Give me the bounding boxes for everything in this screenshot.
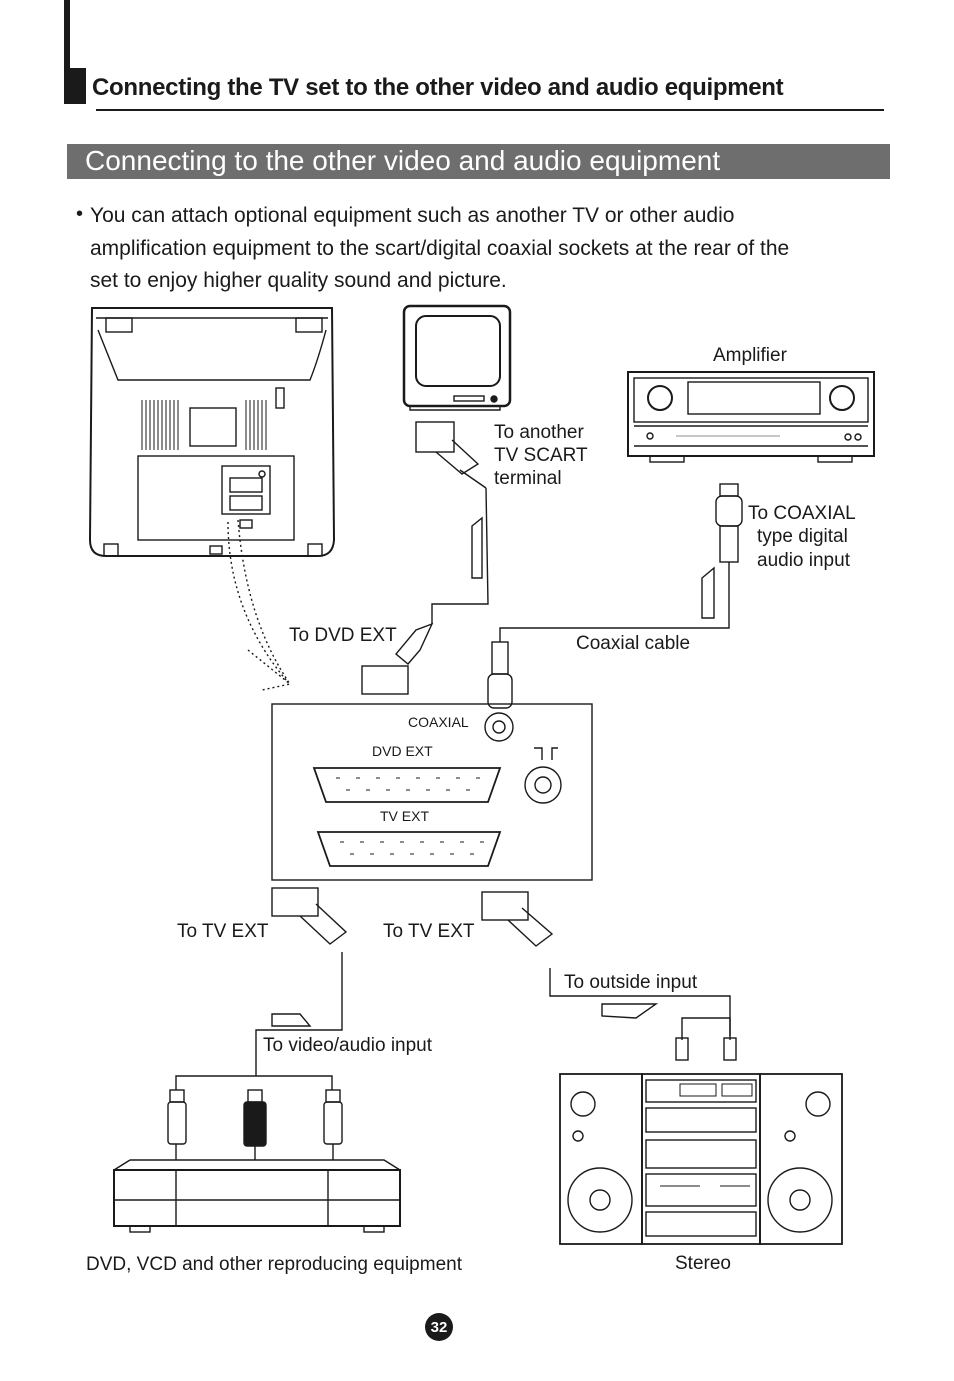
stereo-caption: Stereo xyxy=(675,1253,731,1274)
heading-underline xyxy=(96,109,884,111)
amplifier-illustration xyxy=(627,371,875,463)
intro-paragraph: You can attach optional equipment such a… xyxy=(90,204,790,292)
page-number: 32 xyxy=(425,1313,453,1341)
rca-plugs-dvd xyxy=(167,1060,343,1160)
dvd-caption: DVD, VCD and other reproducing equipment xyxy=(86,1254,462,1275)
to-tv-ext-left-label: To TV EXT xyxy=(177,921,269,942)
coaxial-plug-top xyxy=(499,483,743,642)
scart-plug-tv-ext-right xyxy=(481,891,731,1036)
to-another-tv-label-2: TV SCART xyxy=(494,445,588,466)
panel-tv-ext-label: TV EXT xyxy=(380,808,430,824)
to-coaxial-label-3: audio input xyxy=(757,550,850,571)
bullet: • xyxy=(76,203,84,225)
to-outside-input-label: To outside input xyxy=(564,972,698,993)
second-tv-illustration xyxy=(402,304,512,411)
section-title: Connecting to the other video and audio … xyxy=(85,145,721,176)
scart-plug-dvd-ext xyxy=(361,622,434,695)
panel-dvd-ext-label: DVD EXT xyxy=(372,743,433,759)
coaxial-cable-label: Coaxial cable xyxy=(576,633,691,654)
rca-plugs-stereo xyxy=(675,1017,737,1061)
section-banner: Connecting to the other video and audio … xyxy=(67,144,890,179)
page-title: Connecting the TV set to the other video… xyxy=(92,74,784,101)
to-coaxial-label-2: type digital xyxy=(757,526,848,547)
coaxial-plug-panel xyxy=(487,641,513,709)
to-another-tv-label-3: terminal xyxy=(494,468,562,489)
signal-arrow-up xyxy=(471,516,483,579)
stereo-illustration xyxy=(559,1073,843,1245)
signal-arrow-right xyxy=(271,1013,312,1027)
to-video-audio-input-label: To video/audio input xyxy=(263,1035,433,1056)
signal-arrow-up-right xyxy=(701,566,715,619)
to-tv-ext-right-label: To TV EXT xyxy=(383,921,475,942)
scart-plug-tv-ext-left xyxy=(255,887,348,1060)
scart-plug-top xyxy=(415,421,489,624)
heading-marker xyxy=(64,68,86,104)
panel-coaxial-label: COAXIAL xyxy=(408,714,469,730)
connection-panel xyxy=(271,703,593,881)
amplifier-label: Amplifier xyxy=(713,345,787,366)
dvd-player-illustration xyxy=(113,1159,401,1233)
to-dvd-ext-label: To DVD EXT xyxy=(289,625,397,646)
left-margin-bar xyxy=(64,0,70,104)
to-another-tv-label-1: To another xyxy=(494,422,584,443)
tv-rear-illustration xyxy=(88,307,336,557)
signal-arrow-right-2 xyxy=(601,1003,659,1019)
to-coaxial-label-1: To COAXIAL xyxy=(748,503,856,524)
